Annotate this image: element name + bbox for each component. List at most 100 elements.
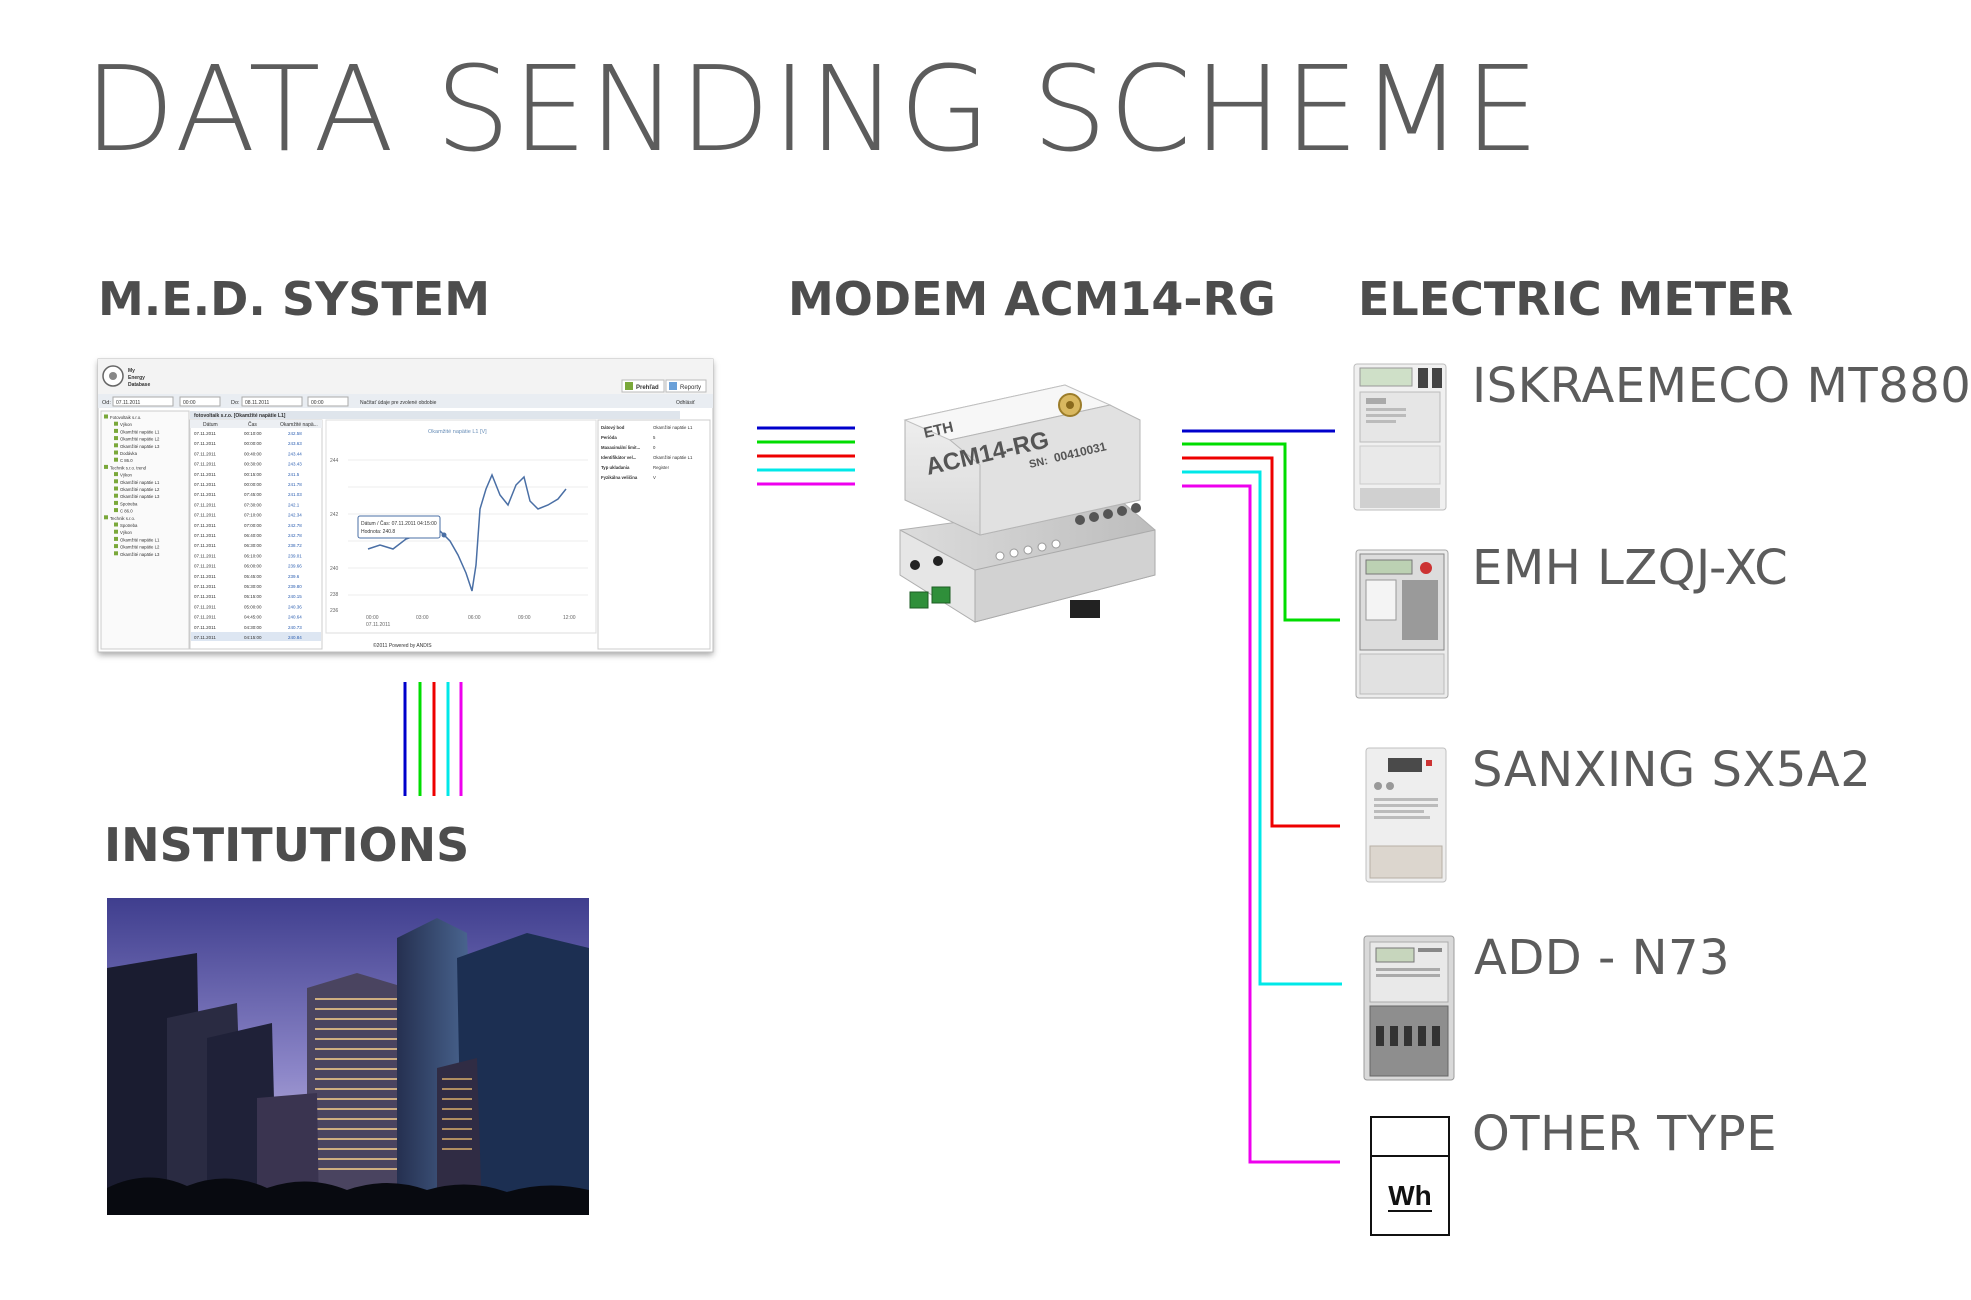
med-from-label: Od:	[102, 400, 111, 406]
med-system-heading: M.E.D. SYSTEM	[98, 272, 490, 326]
table-cell-date: 07.11.2011	[194, 462, 216, 467]
table-cell-time: 06:30:00	[244, 543, 262, 548]
meter-image-add-n73	[1360, 934, 1458, 1082]
table-cell-time: 06:40:00	[244, 533, 262, 538]
tree-node-icon	[114, 500, 118, 505]
med-x-tick-2: 03:00	[416, 615, 429, 621]
meter-image-emh	[1354, 548, 1450, 700]
table-cell-date: 07.11.2011	[194, 513, 216, 518]
info-value: Okamžité napätie L1	[653, 455, 693, 460]
modem-heading: MODEM ACM14-RG	[788, 272, 1276, 326]
table-cell-date: 07.11.2011	[194, 502, 216, 507]
med-logout-link[interactable]: Odhlásiť	[676, 400, 695, 406]
med-y-tick-240: 240	[330, 566, 339, 572]
med-tooltip-line-2: Hodnota: 240.8	[361, 529, 395, 535]
meter-image-iskraemeco	[1350, 362, 1450, 514]
electric-meter-heading: ELECTRIC METER	[1358, 272, 1794, 326]
med-panel-title: fotovoltaik s.r.o. [Okamžité napätie L1]	[194, 413, 286, 419]
tree-node-icon	[114, 428, 118, 433]
table-cell-time: 00:10:00	[244, 431, 262, 436]
table-cell-time: 04:45:00	[244, 615, 262, 620]
tree-item[interactable]: Fotovoltaik s.r.o.	[110, 415, 141, 420]
table-cell-value: 240.84	[288, 635, 302, 640]
med-y-tick-242: 242	[330, 512, 339, 518]
tree-item[interactable]: Okamžité napätie L3	[120, 444, 160, 449]
table-cell-value: 242.34	[288, 513, 302, 518]
tree-item[interactable]: Okamžité napätie L3	[120, 494, 160, 499]
med-x-tick-3: 06:00	[468, 615, 481, 621]
wh-symbol: Wh	[1388, 1180, 1432, 1211]
med-from-date-input[interactable]	[112, 396, 174, 407]
info-value: Okamžité napätie L1	[653, 425, 693, 430]
tree-item[interactable]: Okamžité napätie L2	[120, 487, 160, 492]
med-chart-tooltip	[357, 515, 441, 539]
med-load-button[interactable]: Načítať údaje pre zvolené obdobie	[360, 400, 437, 406]
med-to-institutions-lines	[403, 682, 463, 796]
tree-node-icon	[114, 450, 118, 455]
modem-eth-label: ETH	[922, 419, 955, 442]
table-cell-date: 07.11.2011	[194, 492, 216, 497]
table-cell-date: 07.11.2011	[194, 574, 216, 579]
med-to-modem-lines	[757, 426, 855, 486]
med-brand-line-3: Database	[128, 382, 150, 388]
table-cell-value: 241.03	[288, 492, 302, 497]
table-cell-value: 239.6	[288, 574, 300, 579]
table-cell-date: 07.11.2011	[194, 584, 216, 589]
tree-item[interactable]: C 86.0	[120, 458, 133, 463]
med-from-date: 07.11.2011	[116, 400, 141, 406]
table-cell-value: 242.78	[288, 533, 302, 538]
med-to-date: 08.11.2011	[245, 400, 270, 406]
table-cell-date: 07.11.2011	[194, 533, 216, 538]
table-cell-value: 240.64	[288, 615, 302, 620]
tree-item[interactable]: Spotreba	[120, 501, 138, 506]
med-y-tick-236: 236	[330, 608, 339, 614]
institutions-photo	[107, 898, 589, 1215]
table-cell-value: 242.78	[288, 523, 302, 528]
table-cell-time: 05:45:00	[244, 574, 262, 579]
med-data-table	[189, 419, 323, 650]
tree-item[interactable]: Výkon	[120, 530, 133, 535]
table-cell-date: 07.11.2011	[194, 604, 216, 609]
med-reports-label: Reporty	[680, 385, 701, 391]
tree-item[interactable]: C 86.0	[120, 509, 133, 514]
tree-item[interactable]: Okamžité napätie L2	[120, 437, 160, 442]
med-col-value: Okamžité napä...	[280, 422, 318, 428]
tree-item[interactable]: Okamžité napätie L2	[120, 545, 160, 550]
tree-node-icon	[114, 508, 118, 513]
med-x-tick-5: 12:00	[563, 615, 576, 621]
info-key: Fyzikálna veličina	[601, 475, 638, 480]
tree-item[interactable]: Okamžité napätie L3	[120, 552, 160, 557]
table-cell-date: 07.11.2011	[194, 615, 216, 620]
tree-item[interactable]: Technik s.r.o. trend	[110, 465, 147, 470]
table-cell-date: 07.11.2011	[194, 625, 216, 630]
med-to-time: 00:00	[311, 400, 324, 406]
tree-item[interactable]: Okamžité napätie L1	[120, 537, 160, 542]
info-key: Typ ukladania	[601, 465, 630, 470]
med-to-time-input[interactable]	[307, 396, 349, 407]
tree-item[interactable]: Okamžité napätie L1	[120, 480, 160, 485]
med-from-time-input[interactable]	[179, 396, 221, 407]
info-key: Perióda	[601, 435, 617, 440]
table-cell-value: 239.80	[288, 584, 302, 589]
tree-item[interactable]: Výkon	[120, 422, 133, 427]
table-cell-date: 07.11.2011	[194, 482, 216, 487]
table-cell-date: 07.11.2011	[194, 451, 216, 456]
table-cell-value: 239.01	[288, 553, 302, 558]
table-cell-time: 07:10:00	[244, 513, 262, 518]
table-cell-value: 238.72	[288, 543, 302, 548]
meter-label-other-type: OTHER TYPE	[1472, 1106, 1778, 1162]
tree-item[interactable]: Dodávka	[120, 451, 138, 456]
modem-sn-label: SN:	[1028, 455, 1049, 471]
med-col-time: Čas	[248, 421, 257, 428]
tree-item[interactable]: Technik s.r.o.	[110, 516, 135, 521]
tree-item[interactable]: Výkon	[120, 473, 133, 478]
tree-node-icon	[114, 486, 118, 491]
table-cell-date: 07.11.2011	[194, 635, 216, 640]
tree-node-icon	[114, 551, 118, 556]
institutions-heading: INSTITUTIONS	[104, 818, 470, 872]
page-title: DATA SENDING SCHEME	[84, 40, 1542, 178]
med-to-date-input[interactable]	[241, 396, 303, 407]
tree-item[interactable]: Spotreba	[120, 523, 138, 528]
tree-item[interactable]: Okamžité napätie L1	[120, 429, 160, 434]
table-cell-value: 243.43	[288, 462, 302, 467]
